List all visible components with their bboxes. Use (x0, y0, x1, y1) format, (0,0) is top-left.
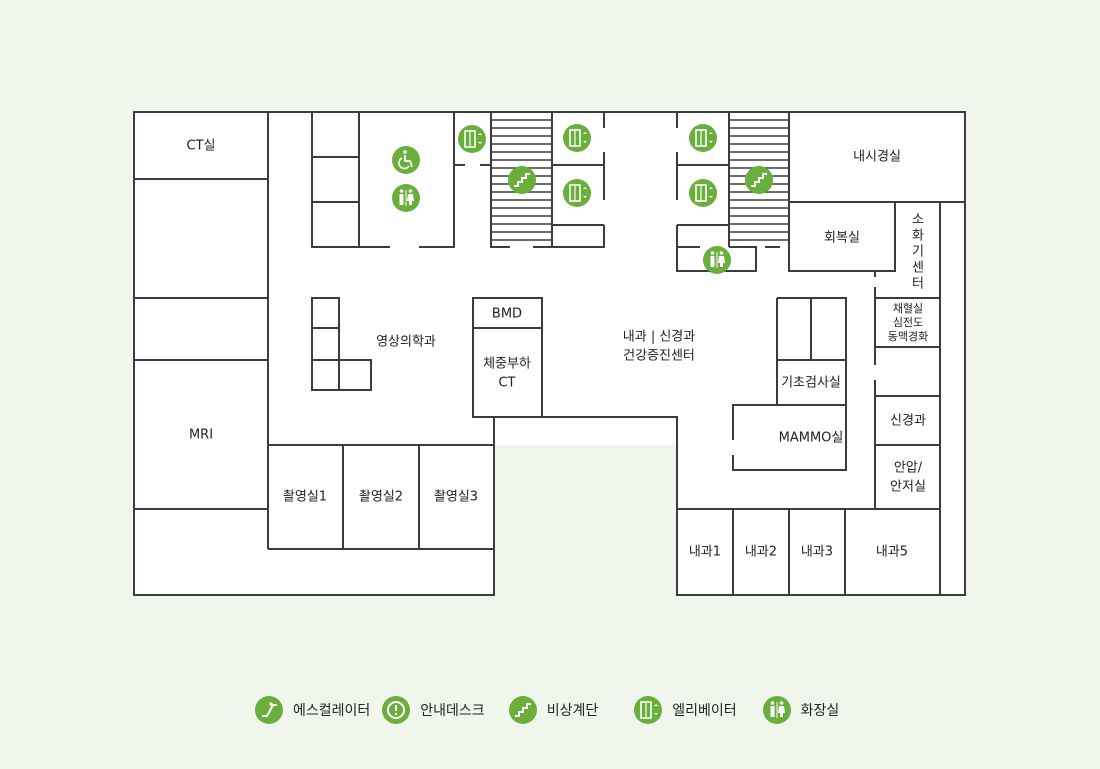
legend-item-restroom: 화장실 (762, 696, 840, 724)
legend-item-info-desk: 안내데스크 (382, 696, 485, 724)
upper-room-walls (311, 112, 491, 248)
room-blood-label-1: 채혈실 (893, 301, 923, 315)
restroom-icon (762, 696, 791, 724)
room-neuro-label: 신경과 (890, 414, 926, 429)
stairs-icon (507, 165, 537, 195)
room-recovery-label: 회복실 (824, 231, 860, 246)
room-eye-label-1: 안압/ (894, 461, 923, 476)
room-gi-label-1: 소 (912, 213, 924, 228)
room-blood-label-2: 심전도 (893, 316, 923, 329)
stairs-icon (508, 696, 537, 724)
room-im5-label: 내과5 (876, 545, 908, 560)
legend-label: 비상계단 (546, 703, 599, 719)
legend-label: 엘리베이터 (672, 703, 737, 719)
elevator-icon (688, 123, 718, 153)
legend-item-elevator: 엘리베이터 (634, 696, 737, 724)
legend-item-stairs: 비상계단 (508, 696, 599, 724)
room-body-ct-label-2: CT (498, 376, 515, 391)
elevator-icon (634, 696, 663, 724)
room-eye-label-2: 안저실 (890, 480, 926, 495)
room-shoot1-label: 촬영실1 (283, 490, 327, 505)
escalator-icon (255, 696, 283, 724)
bmd-ct-walls (472, 297, 543, 418)
elevator-icon (562, 178, 592, 208)
room-mri-label: MRI (189, 428, 213, 443)
room-body-ct-label-1: 체중부하 (483, 357, 531, 372)
restroom-icon (702, 245, 732, 275)
room-gi-label-3: 기 (912, 245, 924, 260)
room-basic-test-label: 기초검사실 (781, 376, 841, 391)
room-gi-label-4: 센 (912, 261, 924, 276)
shoot-room-walls (268, 444, 494, 550)
map-legend: 에스컬레이터 안내데스크 비상계단 엘리베이터 화장실 (255, 695, 851, 725)
left-column-walls (134, 112, 269, 549)
legend-label: 안내데스크 (420, 703, 485, 719)
room-shoot2-label: 촬영실2 (359, 490, 403, 505)
room-shoot3-label: 촬영실3 (434, 490, 478, 505)
room-im1-label: 내과1 (689, 545, 721, 560)
room-bmd-label: BMD (492, 307, 522, 322)
elevator-icon (688, 178, 718, 208)
room-internal-label-2: 건강증진센터 (623, 349, 695, 364)
legend-label: 화장실 (800, 703, 840, 719)
legend-item-escalator: 에스컬레이터 (255, 696, 370, 724)
elevator-bank-right (676, 112, 757, 272)
elevator-bank-left (552, 112, 605, 248)
radiology-cabinet (311, 297, 372, 391)
elevator-icon (457, 124, 487, 154)
room-radiology-label: 영상의학과 (376, 335, 436, 350)
room-im2-label: 내과2 (745, 545, 777, 560)
room-mammo-label: MAMMO실 (779, 431, 844, 446)
room-endoscopy-label: 내시경실 (853, 150, 901, 165)
wheelchair-icon (391, 145, 421, 175)
room-blood-label-3: 동맥경화 (888, 330, 928, 343)
outer-wall (133, 111, 966, 596)
room-internal-label-1: 내과 | 신경과 (623, 330, 695, 345)
room-ct-label: CT실 (187, 139, 216, 154)
room-im3-label: 내과3 (801, 545, 833, 560)
restroom-icon (391, 183, 421, 213)
legend-label: 에스컬레이터 (293, 703, 371, 719)
room-gi-label-2: 화 (912, 229, 924, 244)
right-wing-walls (677, 201, 965, 595)
elevator-icon (562, 123, 592, 153)
room-gi-label-5: 터 (912, 277, 924, 292)
info-desk-icon (382, 696, 411, 724)
stairs-icon (744, 165, 774, 195)
exam-room-walls (732, 297, 847, 471)
